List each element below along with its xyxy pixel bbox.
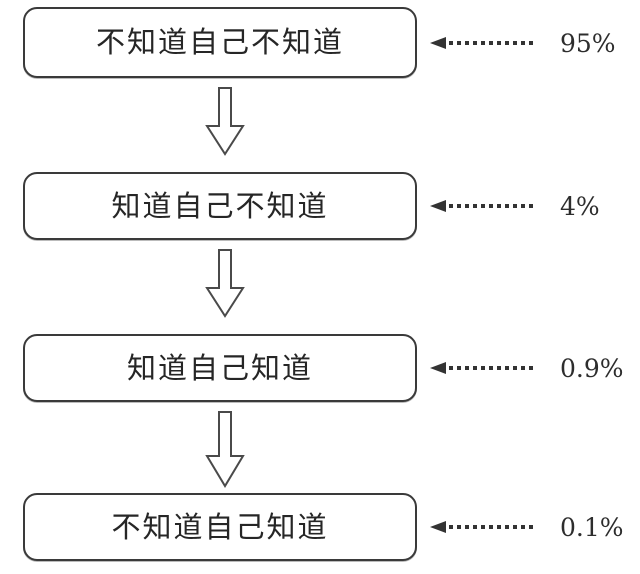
connector-arrow-1 <box>205 86 245 156</box>
connector-arrow-3 <box>205 410 245 488</box>
dotted-left-arrow-icon <box>430 521 533 533</box>
callout-4: 0.1% <box>430 512 640 542</box>
down-block-arrow-icon <box>205 249 245 318</box>
stage-row-1: 不知道自己不知道 95% <box>0 0 640 86</box>
callout-1: 95% <box>430 28 640 58</box>
stage-row-2: 知道自己不知道 4% <box>0 160 640 246</box>
stage-box-1[interactable]: 不知道自己不知道 <box>23 7 417 78</box>
stage-percent-2: 4% <box>560 191 600 221</box>
dotted-left-arrow-icon <box>430 200 533 212</box>
stage-label-4: 不知道自己知道 <box>111 509 329 544</box>
stage-box-3[interactable]: 知道自己知道 <box>23 334 417 402</box>
stage-box-2[interactable]: 知道自己不知道 <box>23 172 417 240</box>
connector-arrow-2 <box>205 248 245 318</box>
stage-row-3: 知道自己知道 0.9% <box>0 322 640 408</box>
dotted-left-arrow-icon <box>430 362 533 374</box>
stage-label-1: 不知道自己不知道 <box>95 25 344 59</box>
stage-label-3: 知道自己知道 <box>126 350 313 385</box>
stage-percent-1: 95% <box>560 28 616 58</box>
stage-percent-3: 0.9% <box>560 353 624 383</box>
callout-2: 4% <box>430 191 640 221</box>
stage-label-2: 知道自己不知道 <box>111 188 329 223</box>
stage-percent-4: 0.1% <box>560 512 624 542</box>
down-block-arrow-icon <box>205 411 245 488</box>
down-block-arrow-icon <box>205 87 245 156</box>
callout-3: 0.9% <box>430 353 640 383</box>
stage-box-4[interactable]: 不知道自己知道 <box>23 493 417 561</box>
stage-row-4: 不知道自己知道 0.1% <box>0 482 640 568</box>
dotted-left-arrow-icon <box>430 37 533 49</box>
